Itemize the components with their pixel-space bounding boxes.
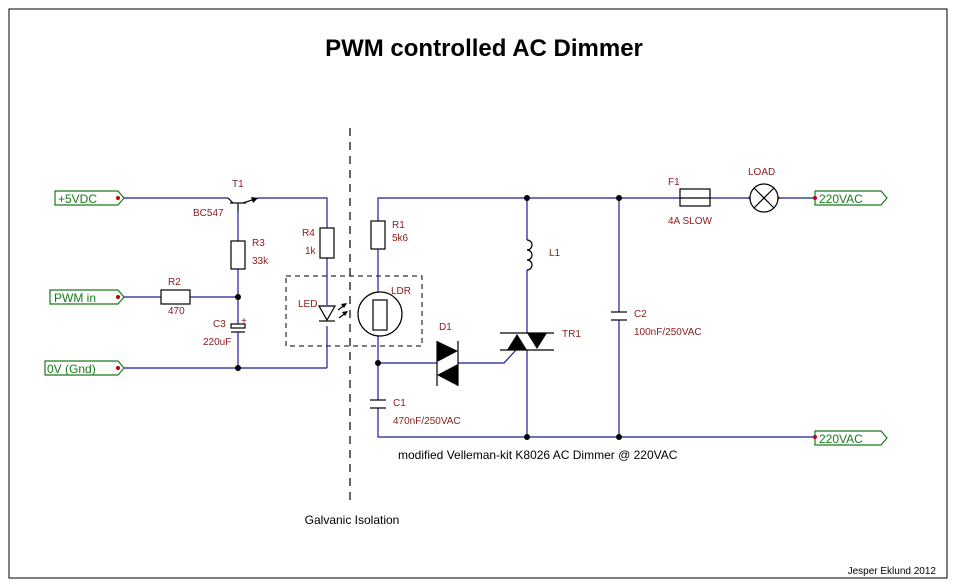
svg-text:LDR: LDR xyxy=(391,286,411,297)
port-220vac-top: 220VAC xyxy=(814,190,888,206)
junction-dot xyxy=(616,434,622,440)
port-gnd: 0V (Gnd) xyxy=(44,360,125,376)
ldr: LDR xyxy=(357,286,411,337)
junction-dot xyxy=(524,195,530,201)
svg-text:C1: C1 xyxy=(393,398,406,409)
svg-text:R1: R1 xyxy=(392,220,405,231)
svg-text:PWM in: PWM in xyxy=(54,291,96,305)
wires-left xyxy=(124,197,328,369)
resistor-r4: R4 1k xyxy=(302,227,335,259)
lamp-load: LOAD xyxy=(748,167,779,213)
triac-tr1: TR1 xyxy=(500,329,581,351)
optocoupler-box xyxy=(285,275,423,347)
junction-dot xyxy=(375,360,381,366)
junction-dot xyxy=(524,434,530,440)
port-220vac-bottom: 220VAC xyxy=(814,430,888,446)
svg-text:F1: F1 xyxy=(668,177,680,188)
svg-text:0V (Gnd): 0V (Gnd) xyxy=(47,362,96,376)
port-5vdc: +5VDC xyxy=(54,190,125,206)
resistor-r2: R2 470 xyxy=(160,277,191,317)
svg-text:1k: 1k xyxy=(305,246,317,257)
svg-text:100nF/250VAC: 100nF/250VAC xyxy=(634,327,702,338)
junction-dot xyxy=(616,195,622,201)
svg-text:C3: C3 xyxy=(213,319,226,330)
resistor-r1: R1 5k6 xyxy=(370,220,409,250)
svg-text:220VAC: 220VAC xyxy=(819,192,863,206)
svg-text:4A SLOW: 4A SLOW xyxy=(668,216,712,227)
svg-text:LED: LED xyxy=(298,299,317,310)
svg-text:D1: D1 xyxy=(439,322,452,333)
svg-text:T1: T1 xyxy=(232,179,244,190)
led: LED xyxy=(298,299,348,322)
svg-text:+: + xyxy=(241,316,247,327)
svg-text:+5VDC: +5VDC xyxy=(58,192,97,206)
svg-text:BC547: BC547 xyxy=(193,208,224,219)
capacitor-c3: C3 220uF + xyxy=(203,316,247,348)
svg-text:L1: L1 xyxy=(549,248,561,259)
fuse-f1: F1 4A SLOW xyxy=(668,177,712,227)
junction-dot xyxy=(235,294,241,300)
inductor-l1: L1 xyxy=(526,239,561,271)
svg-text:220VAC: 220VAC xyxy=(819,432,863,446)
author-label: Jesper Eklund 2012 xyxy=(848,566,937,577)
diagram-title: PWM controlled AC Dimmer xyxy=(325,35,643,62)
isolation-label: Galvanic Isolation xyxy=(305,513,400,527)
wires-right xyxy=(377,197,815,438)
junction-dot xyxy=(235,365,241,371)
svg-text:TR1: TR1 xyxy=(562,329,581,340)
svg-text:220uF: 220uF xyxy=(203,337,231,348)
svg-text:33k: 33k xyxy=(252,256,269,267)
frame-border xyxy=(8,8,948,579)
svg-text:R2: R2 xyxy=(168,277,181,288)
kit-label: modified Velleman-kit K8026 AC Dimmer @ … xyxy=(398,448,678,462)
capacitor-c2: C2 100nF/250VAC xyxy=(611,309,702,338)
svg-text:470nF/250VAC: 470nF/250VAC xyxy=(393,416,461,427)
port-pwm-in: PWM in xyxy=(49,289,125,305)
svg-text:5k6: 5k6 xyxy=(392,233,409,244)
capacitor-c1: C1 470nF/250VAC xyxy=(370,398,461,427)
svg-text:R4: R4 xyxy=(302,228,315,239)
transistor-t1: T1 BC547 xyxy=(193,179,259,219)
svg-text:R3: R3 xyxy=(252,238,265,249)
svg-text:LOAD: LOAD xyxy=(748,167,775,178)
resistor-r3: R3 33k xyxy=(230,238,269,270)
diode-d1: D1 xyxy=(436,322,459,386)
svg-text:470: 470 xyxy=(168,306,185,317)
svg-text:C2: C2 xyxy=(634,309,647,320)
